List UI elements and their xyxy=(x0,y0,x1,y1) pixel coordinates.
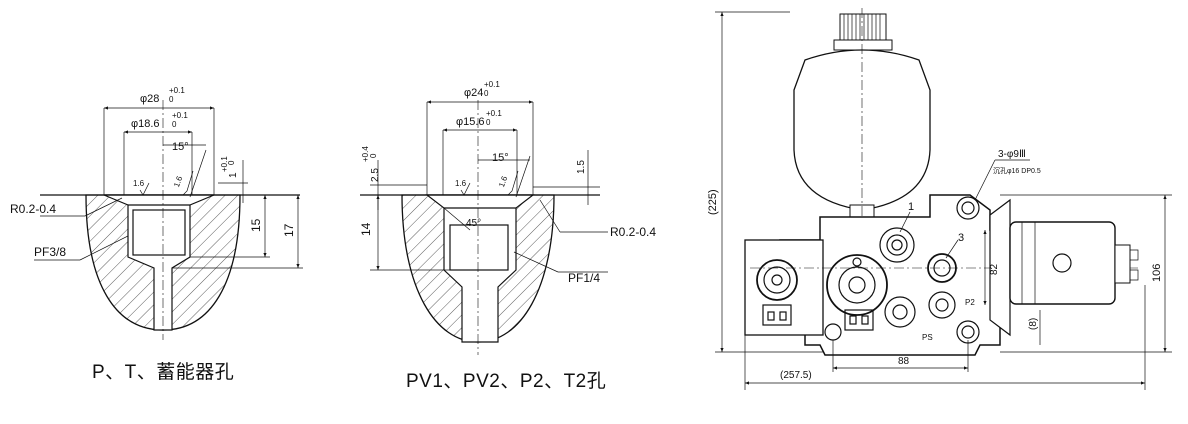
svg-text:+0.1: +0.1 xyxy=(172,111,188,120)
middle-chamfer: 45° xyxy=(466,218,481,229)
middle-radius-label: R0.2-0.4 xyxy=(610,225,656,239)
middle-angle: 15° xyxy=(492,152,509,164)
left-angle: 15° xyxy=(172,141,189,153)
dim-8: (8) xyxy=(1028,318,1039,330)
svg-text:0: 0 xyxy=(484,89,489,98)
svg-text:3: 3 xyxy=(958,232,964,244)
middle-inner-dia: φ15.6 xyxy=(456,116,485,128)
left-depth-15: 15 xyxy=(249,218,263,232)
dim-225: (225) xyxy=(707,189,719,215)
valve-assembly: (225) xyxy=(707,8,1172,390)
holes-note: 3-φ9Ⅲ xyxy=(998,149,1026,160)
manifold-block xyxy=(744,194,1140,356)
svg-text:1.6: 1.6 xyxy=(455,179,467,188)
svg-text:0: 0 xyxy=(486,118,491,127)
middle-thread-label: PF1/4 xyxy=(568,271,600,285)
svg-text:1.6: 1.6 xyxy=(133,179,145,188)
left-thread-label: PF3/8 xyxy=(34,245,66,259)
svg-text:+0.1: +0.1 xyxy=(486,109,502,118)
accumulator xyxy=(793,8,931,220)
svg-text:1: 1 xyxy=(908,201,914,213)
left-port-section: φ28 +0.1 0 φ18.6 +0.1 0 15° 1.6 1.6 1 +0… xyxy=(10,86,303,340)
svg-text:0: 0 xyxy=(169,95,174,104)
svg-text:0: 0 xyxy=(369,153,378,158)
dim-106: 106 xyxy=(1151,264,1163,282)
svg-text:PS: PS xyxy=(922,333,933,342)
svg-text:1.5: 1.5 xyxy=(576,160,587,174)
middle-caption: PV1、PV2、P2、T2孔 xyxy=(406,371,607,392)
svg-text:1.6: 1.6 xyxy=(172,174,184,188)
left-caption: P、T、蓄能器孔 xyxy=(92,362,235,383)
dim-2575: (257.5) xyxy=(780,370,812,381)
left-outer-dia: φ28 xyxy=(140,93,159,105)
dim-88: 88 xyxy=(898,356,910,367)
svg-text:+0.4: +0.4 xyxy=(361,146,370,162)
svg-text:+0.1: +0.1 xyxy=(484,80,500,89)
left-depth-17: 17 xyxy=(282,223,296,237)
svg-text:+0.1: +0.1 xyxy=(220,156,229,172)
middle-depth-14: 14 xyxy=(359,222,373,236)
middle-outer-dia: φ24 xyxy=(464,87,483,99)
left-radius-label: R0.2-0.4 xyxy=(10,202,56,216)
left-inner-dia: φ18.6 xyxy=(131,118,160,130)
motor xyxy=(989,198,1139,337)
svg-text:0: 0 xyxy=(172,120,177,129)
svg-text:1.6: 1.6 xyxy=(497,174,509,188)
middle-port-section: φ24 +0.1 0 φ15.6 +0.1 0 15° 1.6 1.6 45° … xyxy=(359,80,656,355)
svg-text:P2: P2 xyxy=(965,298,975,307)
holes-sub: 沉孔φ16 DP0.5 xyxy=(993,167,1041,175)
dim-82: 82 xyxy=(989,263,1000,275)
svg-text:2.5: 2.5 xyxy=(370,168,381,182)
svg-text:+0.1: +0.1 xyxy=(169,86,185,95)
svg-text:0: 0 xyxy=(227,160,236,165)
svg-text:1: 1 xyxy=(228,172,239,178)
